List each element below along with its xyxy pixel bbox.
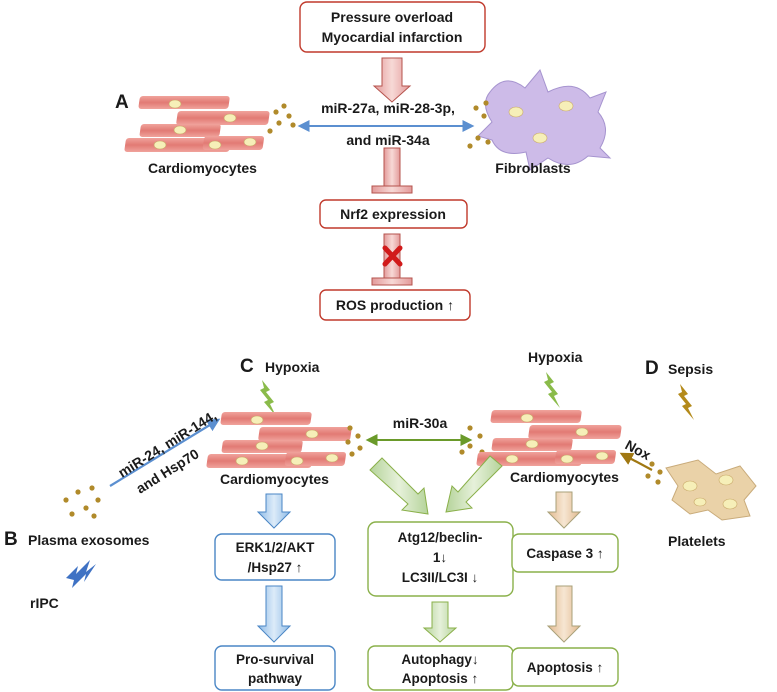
green-block-arrow-right bbox=[445, 455, 503, 513]
pathway-line-2: /Hsp27 ↑ bbox=[248, 560, 303, 575]
exosome-dots-d bbox=[645, 461, 663, 485]
cardiomyocytes-label-b: Cardiomyocytes bbox=[220, 471, 329, 487]
trigger-line-1: Pressure overload bbox=[331, 9, 453, 25]
pro-survival-line-1: Pro-survival bbox=[236, 652, 314, 667]
panel-c: C Hypoxia Cardiomyocytes miR-30a Hypoxia… bbox=[205, 349, 623, 691]
panel-b-pathway: ERK1/2/AKT /Hsp27 ↑ Pro-survival pathway bbox=[214, 493, 336, 691]
sepsis-lightning-icon bbox=[678, 384, 694, 420]
mir30a-label: miR-30a bbox=[393, 415, 448, 431]
hypoxia-label-right: Hypoxia bbox=[528, 349, 583, 365]
exosome-dots-a-right bbox=[467, 100, 491, 149]
sepsis-label: Sepsis bbox=[668, 361, 713, 377]
nox-arrow bbox=[619, 452, 653, 471]
ros-label: ROS production ↑ bbox=[336, 297, 454, 313]
cardiomyocytes-label-a: Cardiomyocytes bbox=[148, 160, 257, 176]
mirna-line-2: and miR-34a bbox=[346, 132, 429, 148]
exosome-dots-c-left bbox=[345, 425, 363, 457]
autophagy-outcome-line-1: Autophagy↓ bbox=[401, 652, 478, 667]
pathway-line-1: ERK1/2/AKT bbox=[236, 540, 316, 555]
exosome-dots-a-left bbox=[267, 103, 296, 134]
panel-b: B Plasma exosomes rIPC miR-24, miR-144, … bbox=[4, 407, 221, 611]
autophagy-line-3: LC3II/LC3I ↓ bbox=[402, 570, 479, 585]
ros-box bbox=[319, 289, 471, 321]
hypoxia-lightning-icon-right bbox=[544, 372, 560, 408]
tan-down-arrow-1-icon bbox=[546, 491, 582, 529]
apoptosis-box bbox=[511, 647, 619, 687]
trigger-line-2: Myocardial infarction bbox=[322, 29, 463, 45]
blue-down-arrow-2-icon bbox=[256, 585, 292, 643]
cardiomyocytes-label-c-right: Cardiomyocytes bbox=[510, 469, 619, 485]
cardiomyocytes-cluster-a bbox=[123, 95, 271, 153]
blocked-x-icon bbox=[382, 245, 403, 267]
cardiomyocytes-cluster-c-right bbox=[475, 409, 623, 467]
nrf2-box bbox=[319, 199, 468, 229]
apoptosis-label: Apoptosis ↑ bbox=[527, 660, 604, 675]
panel-a: A Pressure overload Myocardial infarctio… bbox=[115, 1, 612, 321]
nox-label: Nox bbox=[623, 437, 654, 464]
tan-down-arrow-2-icon bbox=[546, 585, 582, 643]
cardiomyocytes-cluster-c-left bbox=[205, 411, 353, 469]
pro-survival-box bbox=[214, 645, 336, 691]
inhibition-cap-1 bbox=[371, 185, 413, 194]
hypoxia-label-left: Hypoxia bbox=[265, 359, 320, 375]
erk-akt-box bbox=[214, 533, 336, 581]
rIPC-label: rIPC bbox=[30, 595, 59, 611]
rIPC-lightning-icon bbox=[66, 560, 96, 588]
panel-a-letter: A bbox=[115, 92, 129, 113]
nrf2-label: Nrf2 expression bbox=[340, 206, 446, 222]
panel-d: D Sepsis Nox Platelets Caspase 3 ↑ Apopt… bbox=[511, 358, 757, 687]
inhibition-bar-1 bbox=[383, 147, 401, 187]
panel-c-letter: C bbox=[240, 356, 254, 377]
pro-survival-line-2: pathway bbox=[248, 671, 303, 686]
mirna-line-1: miR-27a, miR-28-3p, bbox=[321, 100, 455, 116]
exosome-dots-b bbox=[63, 485, 101, 519]
inhibition-cap-2 bbox=[371, 277, 413, 286]
plasma-exosomes-label: Plasma exosomes bbox=[28, 532, 150, 548]
green-block-arrow-left bbox=[369, 457, 429, 515]
platelets-cluster bbox=[665, 459, 757, 521]
autophagy-line-2: 1↓ bbox=[433, 550, 447, 565]
down-arrow-icon bbox=[372, 57, 412, 103]
green-down-arrow-icon bbox=[422, 601, 458, 643]
platelets-label: Platelets bbox=[668, 533, 726, 549]
caspase-label: Caspase 3 ↑ bbox=[526, 546, 603, 561]
fibroblasts-label: Fibroblasts bbox=[495, 160, 571, 176]
blue-down-arrow-1-icon bbox=[256, 493, 292, 529]
panel-d-letter: D bbox=[645, 358, 659, 379]
trigger-box bbox=[299, 1, 486, 53]
panel-b-letter: B bbox=[4, 529, 18, 550]
exosome-transfer-arrow bbox=[109, 418, 221, 487]
autophagy-outcome-line-2: Apoptosis ↑ bbox=[402, 671, 479, 686]
autophagy-line-1: Atg12/beclin- bbox=[398, 530, 483, 545]
fibroblasts-cluster bbox=[477, 69, 612, 171]
hypoxia-lightning-icon-left bbox=[260, 380, 276, 416]
caspase-box bbox=[511, 533, 619, 573]
